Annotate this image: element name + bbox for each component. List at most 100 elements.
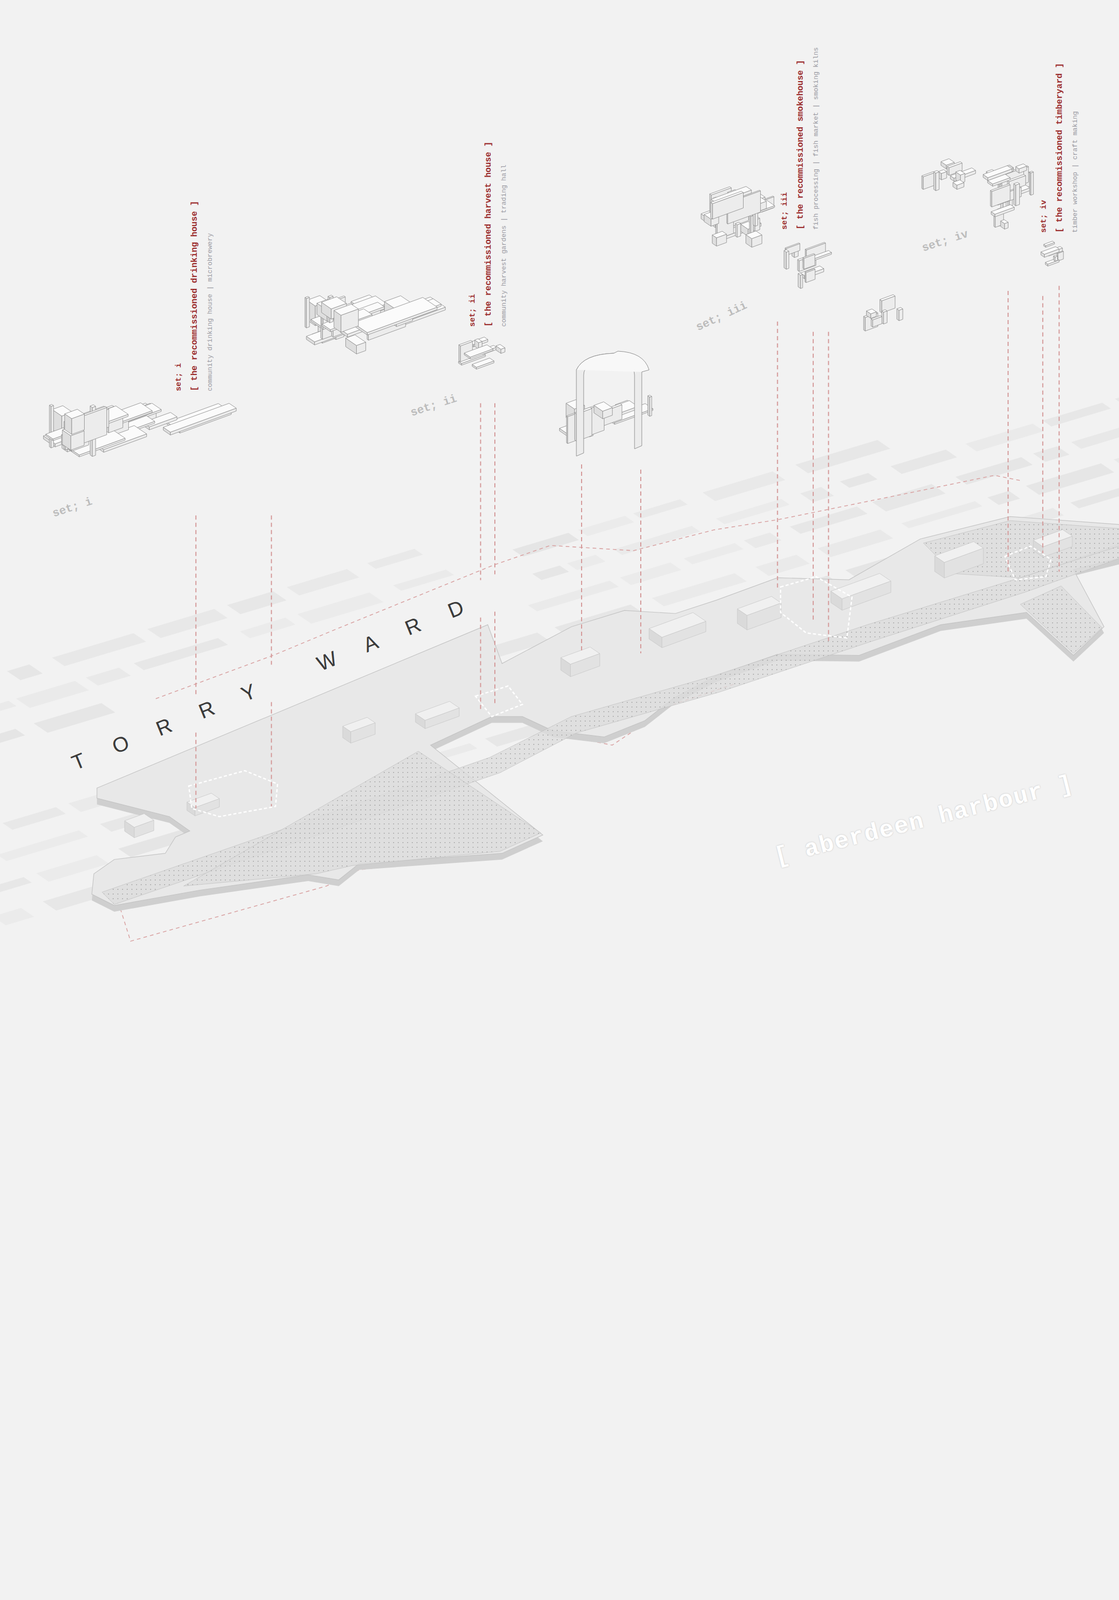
element-top <box>495 344 505 349</box>
city-block <box>578 515 635 536</box>
set-title: [ the recommissioned smokehouse ] <box>796 59 806 230</box>
element-top <box>459 340 473 346</box>
set-number: set; ii <box>468 293 478 327</box>
set-tag-faint: set; ii <box>408 392 459 421</box>
element-top <box>560 646 600 665</box>
city-block <box>0 907 35 925</box>
platform-top <box>91 516 1119 906</box>
model-element <box>1053 254 1058 262</box>
city-block <box>133 637 229 670</box>
city-block <box>287 569 360 596</box>
set-title: [ the recommissioned drinking house ] <box>190 200 200 392</box>
model-element <box>464 344 493 359</box>
element-top <box>921 171 935 177</box>
city-block <box>33 703 116 733</box>
element-front <box>737 223 741 238</box>
set-programme: timber workshop | craft making <box>1071 111 1080 233</box>
city-block <box>7 664 44 680</box>
element-top <box>333 304 359 316</box>
leader-line <box>812 331 814 623</box>
footprint-outline <box>475 685 523 717</box>
model-element <box>342 717 376 744</box>
city-block <box>0 830 89 861</box>
model-element <box>472 357 494 370</box>
element-front <box>786 251 789 270</box>
model-element <box>648 395 653 417</box>
footprint-outline <box>189 770 278 817</box>
element-top <box>947 161 963 168</box>
model-element <box>710 191 744 220</box>
element-top <box>353 297 438 333</box>
model-element <box>345 334 367 355</box>
city-block <box>633 499 689 519</box>
leader-line <box>494 402 496 574</box>
model-element <box>802 253 815 269</box>
city-block <box>147 608 228 638</box>
city-block <box>716 499 790 525</box>
city-block <box>1026 463 1115 495</box>
element-top <box>712 231 727 238</box>
footprint-outline <box>780 576 853 638</box>
element-front <box>306 297 310 329</box>
element-side <box>933 171 936 192</box>
element-top <box>737 596 781 616</box>
city-block <box>86 667 131 686</box>
model-element <box>594 401 613 420</box>
element-top <box>866 308 877 315</box>
city-block <box>744 532 782 548</box>
city-block <box>0 876 32 894</box>
model-element <box>745 231 762 248</box>
element-top <box>710 191 744 204</box>
set-programme: fish processing | fish market | smoking … <box>812 47 821 230</box>
model-element <box>880 294 896 313</box>
model-element <box>1033 529 1073 558</box>
model-element <box>881 309 887 325</box>
element-front <box>649 396 652 416</box>
city-block <box>795 439 891 474</box>
model-element <box>1043 240 1055 248</box>
model-element <box>735 222 741 238</box>
city-block <box>1071 425 1119 449</box>
model-element <box>353 297 438 335</box>
model-element <box>896 307 903 321</box>
element-top <box>1043 240 1055 246</box>
element-top <box>1015 163 1027 169</box>
model-element <box>933 170 939 191</box>
element-side <box>459 344 461 362</box>
element-side <box>710 202 713 220</box>
leader-line <box>776 321 778 590</box>
city-block <box>955 456 1033 485</box>
leader-line <box>828 331 830 641</box>
model-element <box>991 204 1015 218</box>
element-top <box>982 165 1013 178</box>
element-top <box>594 401 613 412</box>
city-block <box>528 580 619 612</box>
model-element <box>952 179 964 190</box>
element-top <box>804 268 816 273</box>
model <box>700 186 775 248</box>
element-top <box>124 813 154 827</box>
element-top <box>798 272 803 276</box>
city-block <box>965 423 1045 452</box>
model-element <box>938 169 947 181</box>
element-top <box>415 700 460 721</box>
model-element <box>871 315 883 327</box>
city-block <box>297 592 384 624</box>
element-front <box>567 403 604 444</box>
model-element <box>866 308 877 319</box>
element-side <box>880 299 883 314</box>
public-realm-dots <box>102 542 1119 905</box>
element-side <box>863 316 866 331</box>
model <box>982 163 1034 229</box>
public-realm <box>183 750 542 886</box>
city-block <box>683 543 744 565</box>
element-top <box>342 717 376 732</box>
city-block <box>755 554 810 576</box>
element-top <box>933 170 939 173</box>
leader-line <box>1007 290 1009 572</box>
element-top <box>805 241 826 250</box>
element-top <box>940 158 955 166</box>
model <box>784 241 832 289</box>
set-number: set; iv <box>1039 199 1049 233</box>
model-element <box>1029 170 1034 195</box>
